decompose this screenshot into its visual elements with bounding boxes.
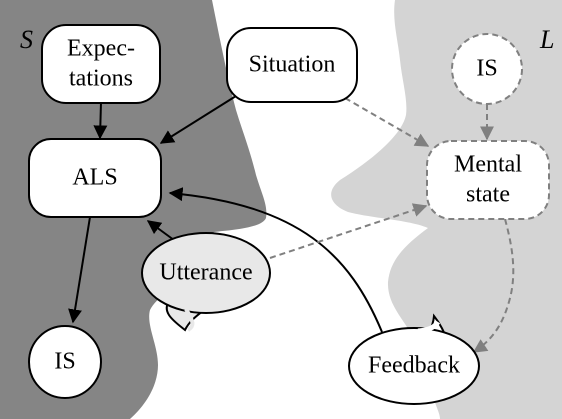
listener-label: L bbox=[539, 25, 554, 54]
arrow-feedback-to-als bbox=[168, 187, 383, 333]
mental-state-label-line2: state bbox=[466, 182, 510, 208]
arrow-mental-state-to-feedback bbox=[472, 218, 515, 353]
expectations-node: Expec- tations bbox=[41, 24, 161, 104]
arrow-als-to-is bbox=[68, 216, 91, 324]
expectations-label-line1: Expec- bbox=[67, 36, 135, 62]
expectations-label-line2: tations bbox=[69, 66, 133, 92]
feedback-label: Feedback bbox=[368, 353, 460, 379]
situation-label: Situation bbox=[249, 52, 336, 78]
arrow-situation-to-als bbox=[159, 95, 237, 144]
mental-state-label-line1: Mental bbox=[454, 152, 522, 178]
utterance-bubble: Utterance bbox=[141, 232, 271, 332]
listener-is-node: IS bbox=[451, 33, 523, 105]
speaker-label: S bbox=[20, 25, 33, 54]
speaker-is-node: IS bbox=[28, 325, 102, 399]
speaker-is-label: IS bbox=[54, 349, 75, 375]
utterance-label: Utterance bbox=[159, 260, 252, 286]
arrow-utterance-to-mental-state bbox=[269, 203, 428, 259]
listener-is-label: IS bbox=[476, 56, 497, 82]
als-label: ALS bbox=[72, 165, 117, 191]
als-node: ALS bbox=[28, 138, 162, 218]
mental-state-node: Mental state bbox=[426, 140, 550, 220]
arrow-expectations-to-als bbox=[93, 101, 108, 140]
arrow-situation-to-mental-state bbox=[344, 97, 430, 147]
feedback-bubble: Feedback bbox=[348, 313, 480, 405]
situation-node: Situation bbox=[226, 27, 358, 103]
